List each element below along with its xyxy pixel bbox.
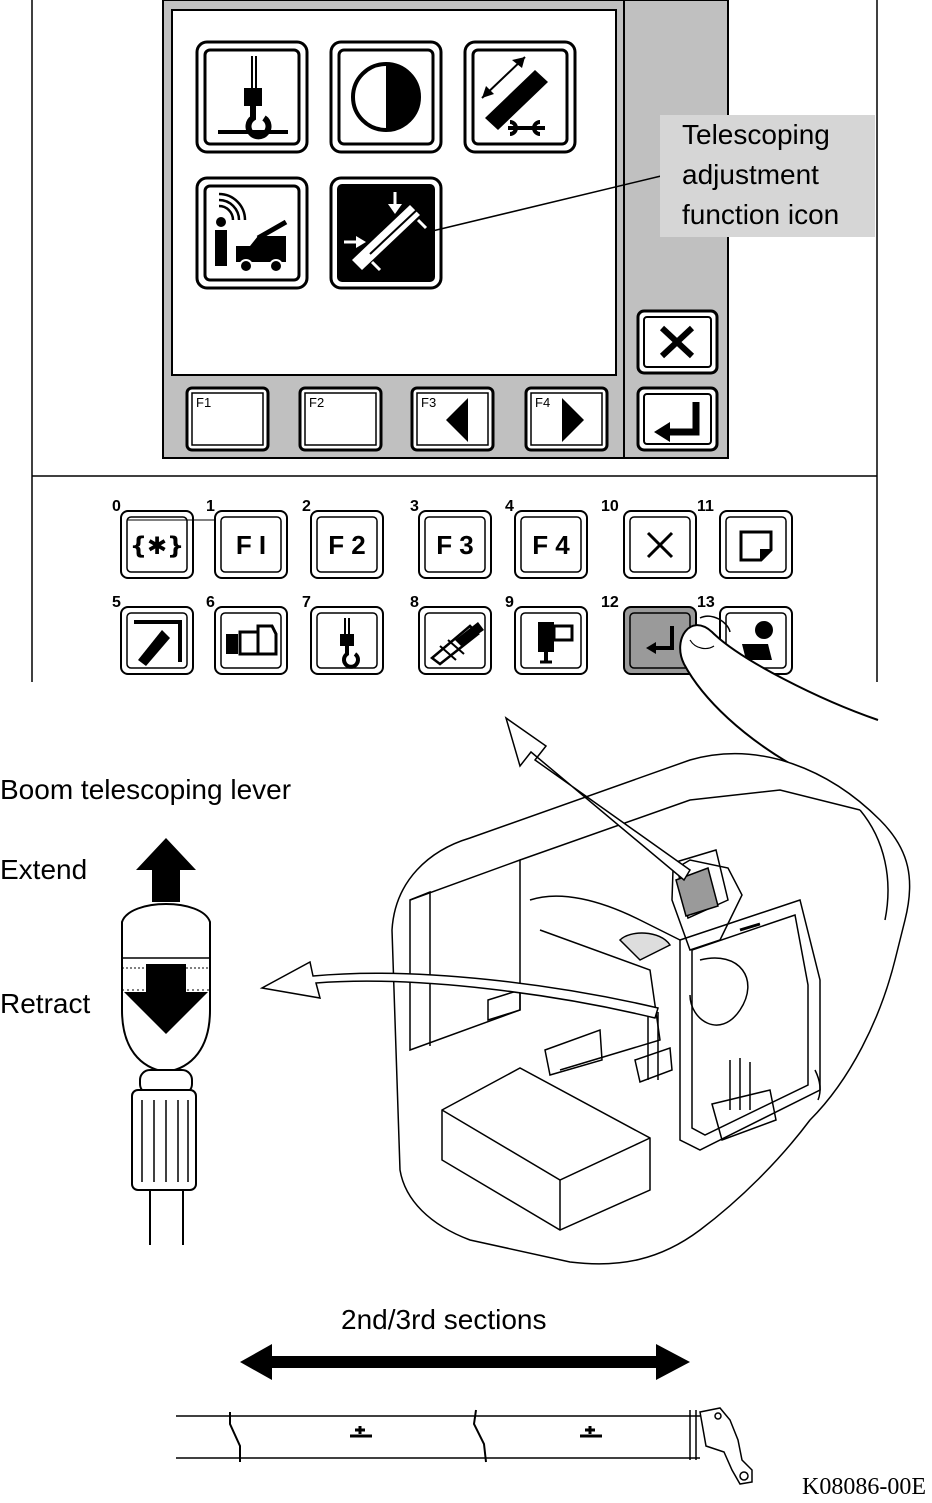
enter-icon[interactable] bbox=[636, 386, 719, 452]
lever-leader-arrow bbox=[259, 960, 659, 1019]
keypad: {✱} bbox=[120, 510, 879, 781]
key-3[interactable] bbox=[418, 510, 492, 579]
callout-line-2: adjustment bbox=[682, 159, 819, 190]
key-number-1: 1 bbox=[206, 498, 215, 515]
key-12[interactable] bbox=[623, 606, 697, 675]
boom-range-arrow bbox=[240, 1344, 690, 1380]
key-2-label: F 2 bbox=[328, 530, 366, 560]
key-number-6: 6 bbox=[206, 594, 215, 611]
callout-line-3: function icon bbox=[682, 199, 840, 230]
lever-title: Boom telescoping lever bbox=[0, 774, 292, 805]
extend-arrow-icon bbox=[136, 838, 196, 902]
softkey-f1[interactable] bbox=[185, 386, 270, 452]
close-icon[interactable] bbox=[636, 309, 719, 375]
key-10[interactable] bbox=[623, 510, 697, 579]
cab-display-highlight bbox=[675, 867, 719, 917]
key-4-label: F 4 bbox=[532, 530, 570, 560]
contrast-icon[interactable] bbox=[329, 40, 443, 154]
callout-line-1: Telescoping bbox=[682, 119, 830, 150]
key-4[interactable] bbox=[514, 510, 588, 579]
svg-text:{✱}: {✱} bbox=[130, 532, 184, 560]
softkey-f1-label: F1 bbox=[196, 395, 212, 410]
softkey-f3-label: F3 bbox=[421, 395, 437, 410]
key-number-9: 9 bbox=[505, 594, 514, 611]
figure-code: K08086-00E bbox=[802, 1474, 926, 1500]
key-number-10: 10 bbox=[601, 498, 619, 515]
extend-label: Extend bbox=[0, 854, 88, 885]
finger-illustration bbox=[679, 615, 879, 781]
key-number-3: 3 bbox=[410, 498, 419, 515]
key-number-0: 0 bbox=[112, 498, 121, 515]
key-number-11: 11 bbox=[697, 498, 714, 515]
softkey-f2-label: F2 bbox=[309, 395, 325, 410]
key-0[interactable]: {✱} bbox=[120, 510, 194, 579]
retract-label: Retract bbox=[0, 988, 91, 1019]
key-number-5: 5 bbox=[112, 594, 121, 611]
key-3-label: F 3 bbox=[436, 530, 474, 560]
key-number-7: 7 bbox=[302, 594, 311, 611]
key-11[interactable] bbox=[719, 510, 793, 579]
key-number-12: 12 bbox=[601, 594, 619, 611]
boom-illustration bbox=[176, 1407, 753, 1485]
boom-adjust-icon[interactable] bbox=[463, 40, 577, 154]
softkey-f4-label: F4 bbox=[535, 395, 551, 410]
boom-sections-label: 2nd/3rd sections bbox=[341, 1304, 547, 1335]
display-leader-arrow bbox=[504, 716, 692, 882]
key-number-13: 13 bbox=[697, 594, 715, 611]
key-2[interactable] bbox=[310, 510, 384, 579]
key-1-label: F I bbox=[235, 530, 267, 560]
softkey-f2[interactable] bbox=[298, 386, 383, 452]
telescoping-adjustment-icon[interactable] bbox=[329, 176, 443, 290]
key-9[interactable] bbox=[514, 606, 588, 675]
softkey-f3[interactable] bbox=[410, 386, 495, 452]
right-arrow-icon bbox=[562, 398, 584, 442]
hook-icon[interactable] bbox=[195, 40, 309, 154]
key-number-8: 8 bbox=[410, 594, 419, 611]
key-number-4: 4 bbox=[505, 498, 514, 515]
key-6[interactable] bbox=[214, 606, 288, 675]
key-5[interactable] bbox=[120, 606, 194, 675]
retract-arrow-icon bbox=[124, 964, 208, 1034]
key-8[interactable] bbox=[418, 606, 492, 675]
telescoping-callout: Telescoping adjustment function icon bbox=[660, 115, 875, 237]
key-1[interactable] bbox=[214, 510, 288, 579]
softkey-f4[interactable] bbox=[524, 386, 609, 452]
left-arrow-icon bbox=[446, 398, 468, 442]
boom-telescoping-lever bbox=[121, 903, 211, 1245]
crane-truck-icon[interactable] bbox=[195, 176, 309, 290]
key-7[interactable] bbox=[310, 606, 384, 675]
key-number-2: 2 bbox=[302, 498, 311, 515]
